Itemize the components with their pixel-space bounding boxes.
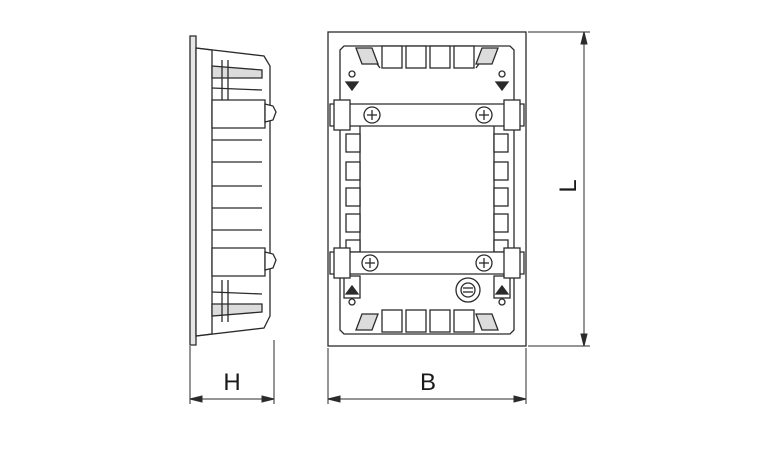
screw-icon [363,106,381,124]
front-view-top-teeth [355,45,499,69]
side-view [189,35,277,346]
side-view-screw-bottom [264,251,277,271]
screw-icon [475,106,493,124]
height-label: H [223,369,240,396]
dimension-lines [189,31,590,404]
front-view-corner-holes [344,70,510,306]
front-view-bottom-rail [329,247,525,279]
front-view-earth-terminal [455,277,481,303]
front-view-top-rail [329,99,525,131]
front-view [327,31,527,347]
length-label: L [555,179,582,192]
front-view-bottom-teeth [355,309,499,333]
width-label: B [420,369,436,396]
front-view-rail-screws [361,106,493,272]
front-view-cavity [359,121,495,257]
screw-icon [475,254,493,272]
side-view-ribs [211,65,266,317]
screw-icon [361,254,379,272]
side-view-flange [189,35,197,346]
side-view-screw-top [264,103,277,123]
